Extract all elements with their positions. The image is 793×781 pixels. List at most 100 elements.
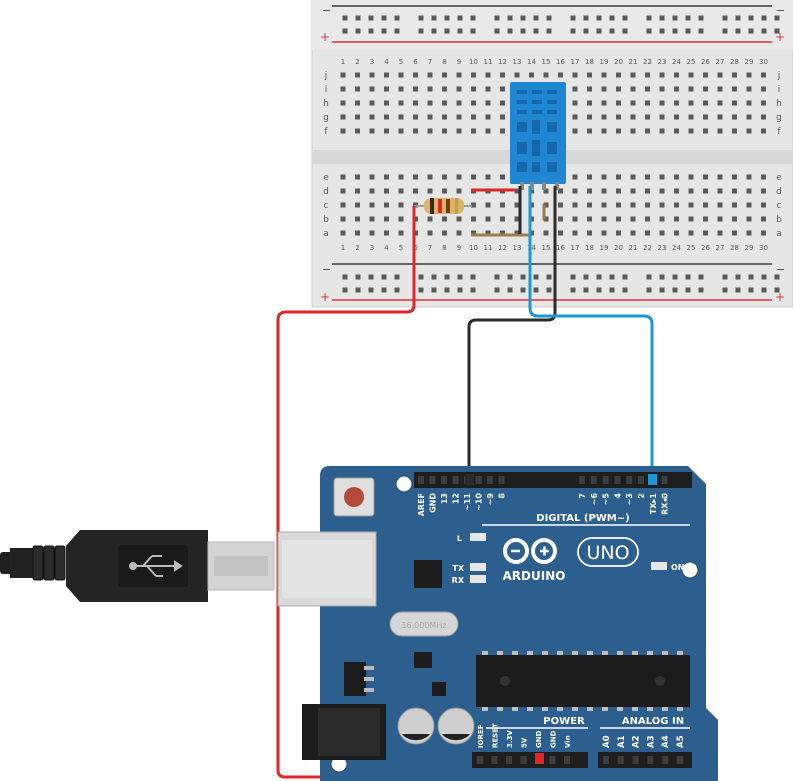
breadboard-hole[interactable] — [471, 100, 476, 106]
digital-pin[interactable] — [614, 476, 621, 484]
power-pin[interactable] — [506, 756, 512, 764]
breadboard-hole[interactable] — [500, 114, 505, 120]
breadboard-hole[interactable] — [507, 28, 513, 34]
breadboard-hole[interactable] — [384, 230, 389, 236]
breadboard-hole[interactable] — [609, 274, 615, 280]
breadboard-hole[interactable] — [717, 230, 723, 236]
breadboard-hole[interactable] — [340, 114, 346, 120]
breadboard-hole[interactable] — [761, 72, 766, 78]
breadboard-hole[interactable] — [688, 174, 694, 180]
breadboard-hole[interactable] — [398, 230, 404, 236]
breadboard-hole[interactable] — [732, 202, 737, 208]
breadboard-hole[interactable] — [616, 128, 621, 134]
breadboard-hole[interactable] — [645, 86, 650, 92]
breadboard-hole[interactable] — [746, 72, 752, 78]
breadboard-hole[interactable] — [583, 15, 589, 21]
breadboard-hole[interactable] — [572, 188, 578, 194]
breadboard-hole[interactable] — [470, 15, 476, 21]
breadboard-hole[interactable] — [659, 114, 665, 120]
breadboard-hole[interactable] — [717, 174, 723, 180]
breadboard-hole[interactable] — [774, 274, 780, 280]
analog-pin[interactable] — [677, 756, 683, 764]
breadboard-hole[interactable] — [609, 28, 615, 34]
breadboard-hole[interactable] — [774, 28, 780, 34]
breadboard-hole[interactable] — [470, 287, 476, 293]
breadboard-hole[interactable] — [340, 188, 346, 194]
breadboard-hole[interactable] — [685, 15, 691, 21]
breadboard-hole[interactable] — [381, 15, 387, 21]
breadboard-hole[interactable] — [732, 174, 737, 180]
breadboard-hole[interactable] — [398, 72, 404, 78]
breadboard-hole[interactable] — [703, 188, 708, 194]
breadboard-hole[interactable] — [558, 202, 563, 208]
breadboard-hole[interactable] — [427, 100, 433, 106]
breadboard-hole[interactable] — [761, 202, 766, 208]
breadboard-hole[interactable] — [732, 230, 737, 236]
breadboard-hole[interactable] — [340, 174, 346, 180]
breadboard-hole[interactable] — [507, 15, 513, 21]
digital-pin[interactable] — [452, 476, 459, 484]
breadboard-hole[interactable] — [485, 230, 491, 236]
breadboard-hole[interactable] — [570, 28, 576, 34]
breadboard-hole[interactable] — [659, 86, 665, 92]
breadboard-hole[interactable] — [674, 128, 679, 134]
breadboard-hole[interactable] — [601, 174, 607, 180]
power-pin[interactable] — [549, 756, 556, 764]
breadboard-hole[interactable] — [355, 274, 361, 280]
breadboard-hole[interactable] — [596, 15, 602, 21]
resistor[interactable] — [414, 198, 472, 214]
breadboard-hole[interactable] — [485, 128, 491, 134]
breadboard-hole[interactable] — [413, 100, 418, 106]
breadboard-hole[interactable] — [500, 230, 505, 236]
breadboard-hole[interactable] — [456, 114, 462, 120]
breadboard-hole[interactable] — [732, 216, 737, 222]
breadboard-hole[interactable] — [622, 274, 628, 280]
breadboard-hole[interactable] — [431, 15, 437, 21]
breadboard-hole[interactable] — [674, 202, 679, 208]
breadboard-hole[interactable] — [761, 287, 767, 293]
breadboard-hole[interactable] — [572, 202, 578, 208]
breadboard-hole[interactable] — [442, 128, 447, 134]
breadboard-hole[interactable] — [587, 188, 592, 194]
breadboard-hole[interactable] — [645, 230, 650, 236]
digital-pin[interactable] — [441, 476, 447, 484]
breadboard-hole[interactable] — [398, 100, 404, 106]
breadboard-hole[interactable] — [674, 114, 679, 120]
breadboard-hole[interactable] — [732, 128, 737, 134]
breadboard-hole[interactable] — [583, 287, 589, 293]
breadboard-hole[interactable] — [703, 128, 708, 134]
breadboard-hole[interactable] — [457, 287, 463, 293]
breadboard-hole[interactable] — [520, 28, 526, 34]
breadboard-hole[interactable] — [672, 15, 678, 21]
breadboard-hole[interactable] — [500, 216, 505, 222]
breadboard-hole[interactable] — [485, 100, 491, 106]
breadboard-hole[interactable] — [659, 128, 665, 134]
breadboard-hole[interactable] — [340, 230, 346, 236]
breadboard-hole[interactable] — [645, 100, 650, 106]
breadboard-hole[interactable] — [369, 230, 375, 236]
breadboard-hole[interactable] — [630, 174, 636, 180]
breadboard-hole[interactable] — [570, 15, 576, 21]
analog-pin[interactable] — [603, 756, 609, 764]
breadboard-hole[interactable] — [688, 216, 694, 222]
breadboard-hole[interactable] — [471, 216, 476, 222]
breadboard-hole[interactable] — [543, 72, 549, 78]
breadboard-hole[interactable] — [394, 274, 400, 280]
breadboard-hole[interactable] — [601, 216, 607, 222]
breadboard-hole[interactable] — [630, 72, 636, 78]
breadboard-hole[interactable] — [471, 72, 476, 78]
breadboard-hole[interactable] — [698, 28, 704, 34]
breadboard-hole[interactable] — [340, 72, 346, 78]
breadboard-hole[interactable] — [748, 28, 754, 34]
breadboard-hole[interactable] — [355, 72, 360, 78]
breadboard-hole[interactable] — [630, 188, 636, 194]
breadboard-hole[interactable] — [587, 86, 592, 92]
digital-pin[interactable] — [638, 476, 644, 484]
breadboard-hole[interactable] — [688, 100, 694, 106]
breadboard-hole[interactable] — [471, 174, 476, 180]
breadboard-hole[interactable] — [471, 202, 476, 208]
breadboard-hole[interactable] — [500, 86, 505, 92]
breadboard-hole[interactable] — [601, 128, 607, 134]
breadboard-hole[interactable] — [413, 86, 418, 92]
breadboard-hole[interactable] — [587, 202, 592, 208]
